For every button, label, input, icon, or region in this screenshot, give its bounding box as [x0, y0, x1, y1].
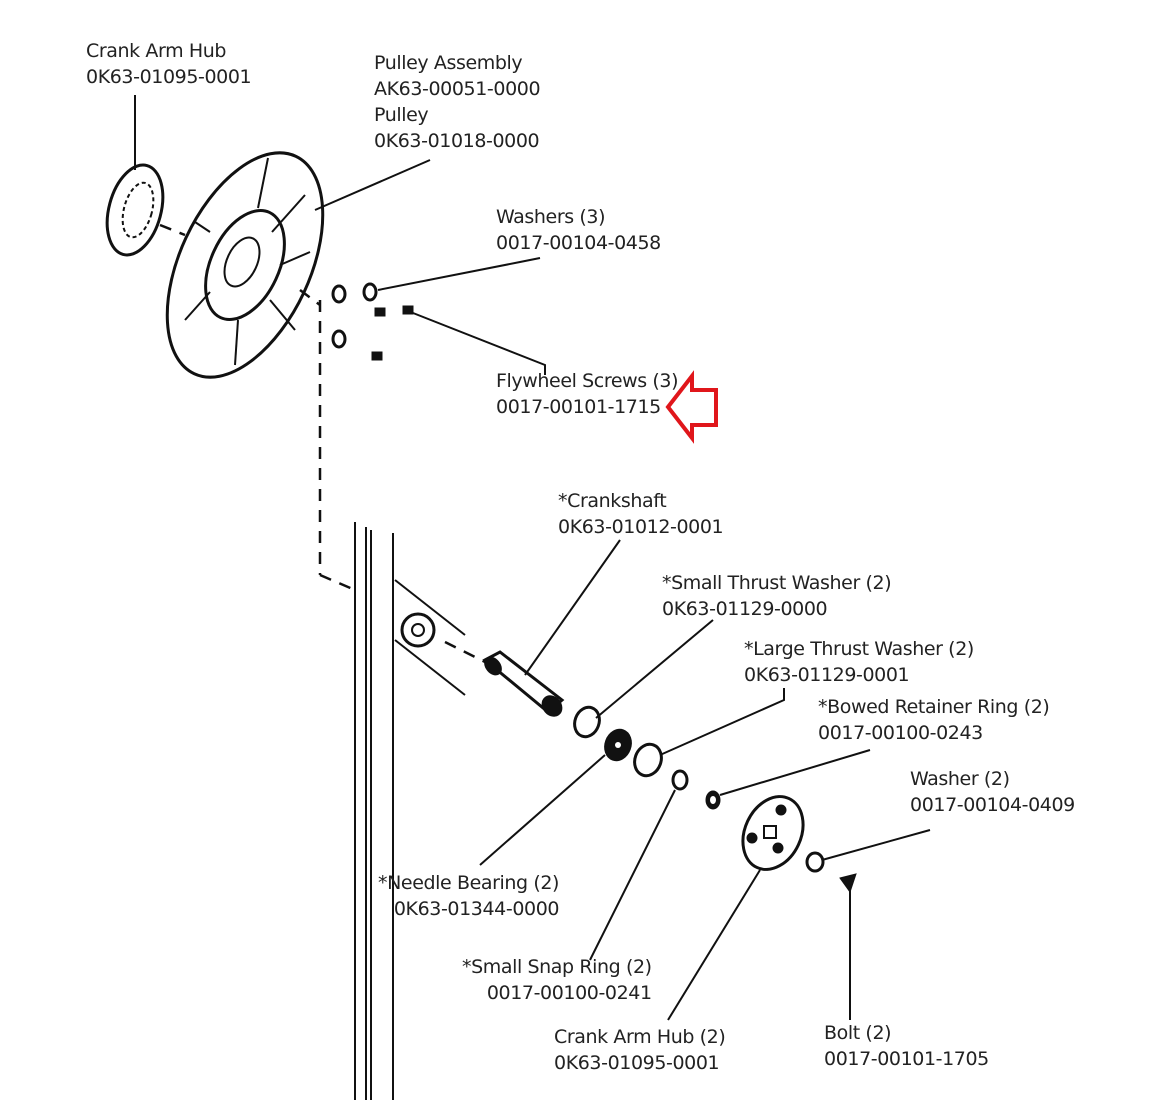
part-number: AK63-00051-0000: [374, 78, 541, 100]
part-name: Flywheel Screws (3): [496, 370, 679, 392]
bearings-washers-drawing: [479, 619, 871, 961]
label-washers: Washers (3) 0017-00104-0458: [496, 204, 661, 256]
part-number: 0K63-01012-0001: [558, 516, 724, 538]
pulley-drawing: [159, 151, 431, 379]
label-crank-arm-hub-bottom: Crank Arm Hub (2) 0K63-01095-0001: [554, 1024, 726, 1076]
part-name: Washer (2): [910, 768, 1010, 790]
label-flywheel-screws: Flywheel Screws (3) 0017-00101-1715: [496, 368, 679, 420]
part-name: *Small Thrust Washer (2): [662, 572, 892, 594]
frame-drawing: [354, 522, 486, 1100]
part-name: Crank Arm Hub (2): [554, 1026, 726, 1048]
label-pulley-assembly: Pulley Assembly AK63-00051-0000 Pulley 0…: [374, 50, 541, 154]
part-number: 0017-00100-0243: [818, 722, 983, 744]
crank-arm-hub-bottom-drawing: [667, 795, 931, 1021]
label-bowed-retainer-ring: *Bowed Retainer Ring (2) 0017-00100-0243: [818, 694, 1050, 746]
part-name: *Needle Bearing (2): [378, 872, 560, 894]
washers-screws-drawing: [299, 257, 546, 592]
part-number: 0017-00101-1715: [496, 396, 661, 418]
part-number: 0K63-01344-0000: [393, 898, 560, 920]
part-name: Washers (3): [496, 206, 606, 228]
part-number: 0K63-01129-0000: [662, 598, 828, 620]
part-number: 0K63-01095-0001: [86, 66, 252, 88]
label-crank-arm-hub-top: Crank Arm Hub 0K63-01095-0001: [86, 38, 252, 90]
part-name: Pulley Assembly: [374, 52, 523, 74]
label-needle-bearing: *Needle Bearing (2) 0K63-01344-0000: [378, 870, 559, 922]
part-number: 0K63-01129-0001: [744, 664, 910, 686]
label-crankshaft: *Crankshaft 0K63-01012-0001: [558, 488, 724, 540]
part-name: Crank Arm Hub: [86, 40, 227, 62]
part-name: *Large Thrust Washer (2): [744, 638, 974, 660]
part-number: 0K63-01018-0000: [374, 130, 540, 152]
part-number: 0017-00104-0409: [910, 794, 1075, 816]
part-number: 0017-00100-0241: [486, 982, 652, 1004]
crankshaft-drawing: [482, 539, 621, 717]
part-name: *Bowed Retainer Ring (2): [818, 696, 1050, 718]
label-large-thrust-washer: *Large Thrust Washer (2) 0K63-01129-0001: [744, 636, 974, 688]
part-name: *Small Snap Ring (2): [462, 956, 652, 978]
label-small-thrust-washer: *Small Thrust Washer (2) 0K63-01129-0000: [662, 570, 892, 622]
part-name: *Crankshaft: [558, 490, 667, 512]
part-number: 0017-00101-1705: [824, 1048, 989, 1070]
part-number: 0017-00104-0458: [496, 232, 661, 254]
label-small-snap-ring: *Small Snap Ring (2) 0017-00100-0241: [462, 954, 652, 1006]
label-washer: Washer (2) 0017-00104-0409: [910, 766, 1075, 818]
label-bolt: Bolt (2) 0017-00101-1705: [824, 1020, 989, 1072]
highlight-arrow-icon: [665, 370, 718, 444]
crank-arm-hub-top-drawing: [105, 95, 165, 257]
part-name: Pulley: [374, 104, 429, 126]
part-number: 0K63-01095-0001: [554, 1052, 720, 1074]
part-name: Bolt (2): [824, 1022, 892, 1044]
